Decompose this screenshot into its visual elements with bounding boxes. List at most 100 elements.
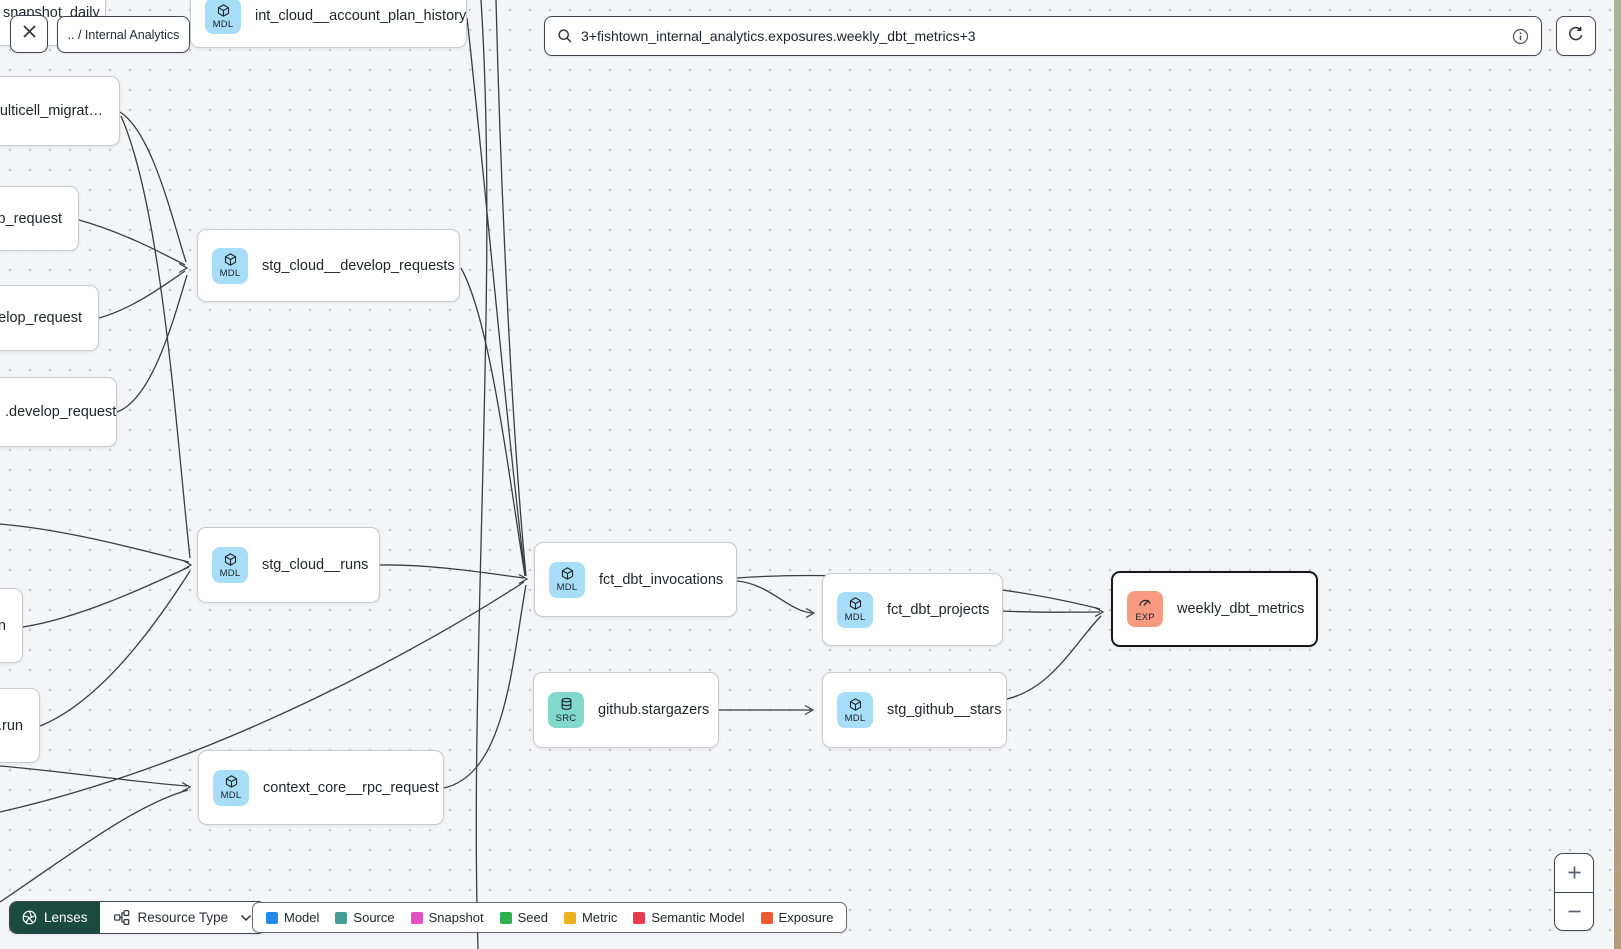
lineage-edge <box>0 523 190 563</box>
node-fct_dbt_invocations[interactable]: MDL fct_dbt_invocations <box>534 542 737 617</box>
lineage-edge <box>736 580 813 614</box>
edge-arrowhead <box>804 704 815 716</box>
legend-label: Source <box>353 910 395 925</box>
resource-type-button[interactable]: Resource Type <box>99 902 266 933</box>
node-type-badge: SRC <box>548 692 584 728</box>
node-label: .run <box>0 717 23 734</box>
legend-label: Exposure <box>778 910 834 925</box>
node-type-badge: MDL <box>212 247 248 284</box>
lenses-button[interactable]: Lenses <box>10 902 100 933</box>
node-type-label: MDL <box>220 790 242 801</box>
node-multicell_migrat[interactable]: MDLmulticell_migrat… <box>0 76 120 146</box>
edge-arrowhead <box>178 262 189 274</box>
cube-icon <box>223 252 238 267</box>
zoom-controls <box>1554 853 1594 931</box>
legend-swatch <box>563 911 576 924</box>
node-label: int_cloud__account_plan_history <box>255 8 467 24</box>
cube-icon <box>560 566 575 581</box>
zoom-in-button[interactable] <box>1555 854 1593 893</box>
node-run_node[interactable]: MDL.run <box>0 688 40 763</box>
edge-arrowhead <box>1094 606 1105 618</box>
cube-icon <box>848 697 863 712</box>
node-label: .develop_request <box>5 404 117 420</box>
legend-item-snapshot: Snapshot <box>410 910 484 925</box>
lineage-edge <box>119 111 187 263</box>
node-type-badge: MDL <box>837 591 873 628</box>
lineage-edge <box>1006 615 1102 700</box>
zoom-out-button[interactable] <box>1555 893 1593 931</box>
node-type-label: EXP <box>1135 612 1155 623</box>
node-p_request[interactable]: MDLp_request <box>0 186 79 251</box>
lineage-edge <box>22 566 190 628</box>
node-type-label: MDL <box>219 268 241 279</box>
edge-arrowhead <box>518 573 529 585</box>
breadcrumb[interactable]: .. / Internal Analytics <box>57 16 190 53</box>
legend-label: Seed <box>517 910 548 925</box>
lineage-edge <box>443 584 527 789</box>
gauge-icon <box>1137 595 1153 611</box>
lineage-edge <box>475 0 488 949</box>
lineage-edge <box>120 115 191 559</box>
node-type-badge: EXP <box>1127 591 1163 627</box>
search-input[interactable] <box>581 28 1504 44</box>
node-type-label: MDL <box>556 582 578 593</box>
lenses-label: Lenses <box>44 910 88 925</box>
node-type-badge: MDL <box>205 0 241 34</box>
node-label: weekly_dbt_metrics <box>1177 601 1305 617</box>
refresh-icon <box>1567 25 1585 48</box>
node-label: fct_dbt_invocations <box>599 571 724 588</box>
resource-type-label: Resource Type <box>137 910 229 925</box>
search-bar <box>544 16 1542 56</box>
lineage-edge <box>39 570 191 727</box>
lineage-edge <box>1002 610 1101 613</box>
legend-item-model: Model <box>266 910 319 925</box>
node-fct_dbt_projects[interactable]: MDL fct_dbt_projects <box>822 573 1003 646</box>
desktop-edge-sliver <box>1614 0 1621 949</box>
lineage-edge <box>460 267 526 577</box>
cube-icon <box>223 552 238 567</box>
minus-icon <box>1567 904 1582 919</box>
refresh-button[interactable] <box>1556 16 1596 56</box>
node-label: p_request <box>0 210 62 227</box>
node-int_cloud__account_plan_history[interactable]: MDL int_cloud__account_plan_history <box>190 0 467 48</box>
lineage-edge <box>78 219 186 266</box>
lineage-edge <box>0 765 188 787</box>
node-weekly_dbt_metrics[interactable]: EXP weekly_dbt_metrics <box>1111 571 1318 647</box>
node-context_core__rpc_request[interactable]: MDL context_core__rpc_request <box>198 750 444 825</box>
resource-type-icon <box>113 909 130 926</box>
node-label: context_core__rpc_request <box>263 779 439 796</box>
legend-swatch <box>266 911 278 924</box>
legend-label: Snapshot <box>428 910 484 925</box>
legend-swatch <box>410 911 423 924</box>
node-label: fct_dbt_projects <box>887 601 990 618</box>
close-icon <box>22 24 37 44</box>
info-icon[interactable] <box>1512 28 1529 45</box>
legend-item-seed: Seed <box>499 910 548 925</box>
close-button[interactable] <box>10 15 48 53</box>
lineage-edge <box>116 274 188 413</box>
node-label: velop_request <box>0 310 82 326</box>
node-type-label: MDL <box>212 18 234 30</box>
node-velop_request[interactable]: MDLvelop_request <box>0 285 99 351</box>
plus-icon <box>1567 865 1582 880</box>
lineage-edge <box>495 0 527 577</box>
node-type-label: MDL <box>844 612 866 623</box>
node-n_node[interactable]: MDLn <box>0 588 23 663</box>
edge-arrowhead <box>182 559 193 571</box>
node-type-label: SRC <box>555 712 577 724</box>
edge-arrowhead <box>181 781 192 793</box>
legend-item-exposure: Exposure <box>760 910 834 925</box>
breadcrumb-label: .. / Internal Analytics <box>67 27 180 42</box>
legend-item-source: Source <box>335 910 395 925</box>
cube-icon <box>224 774 239 789</box>
cube-icon <box>848 596 863 611</box>
node-develop_request[interactable]: MDL.develop_request <box>0 377 117 447</box>
legend-item-semantic-model: Semantic Model <box>633 910 745 925</box>
node-type-label: MDL <box>844 712 866 724</box>
